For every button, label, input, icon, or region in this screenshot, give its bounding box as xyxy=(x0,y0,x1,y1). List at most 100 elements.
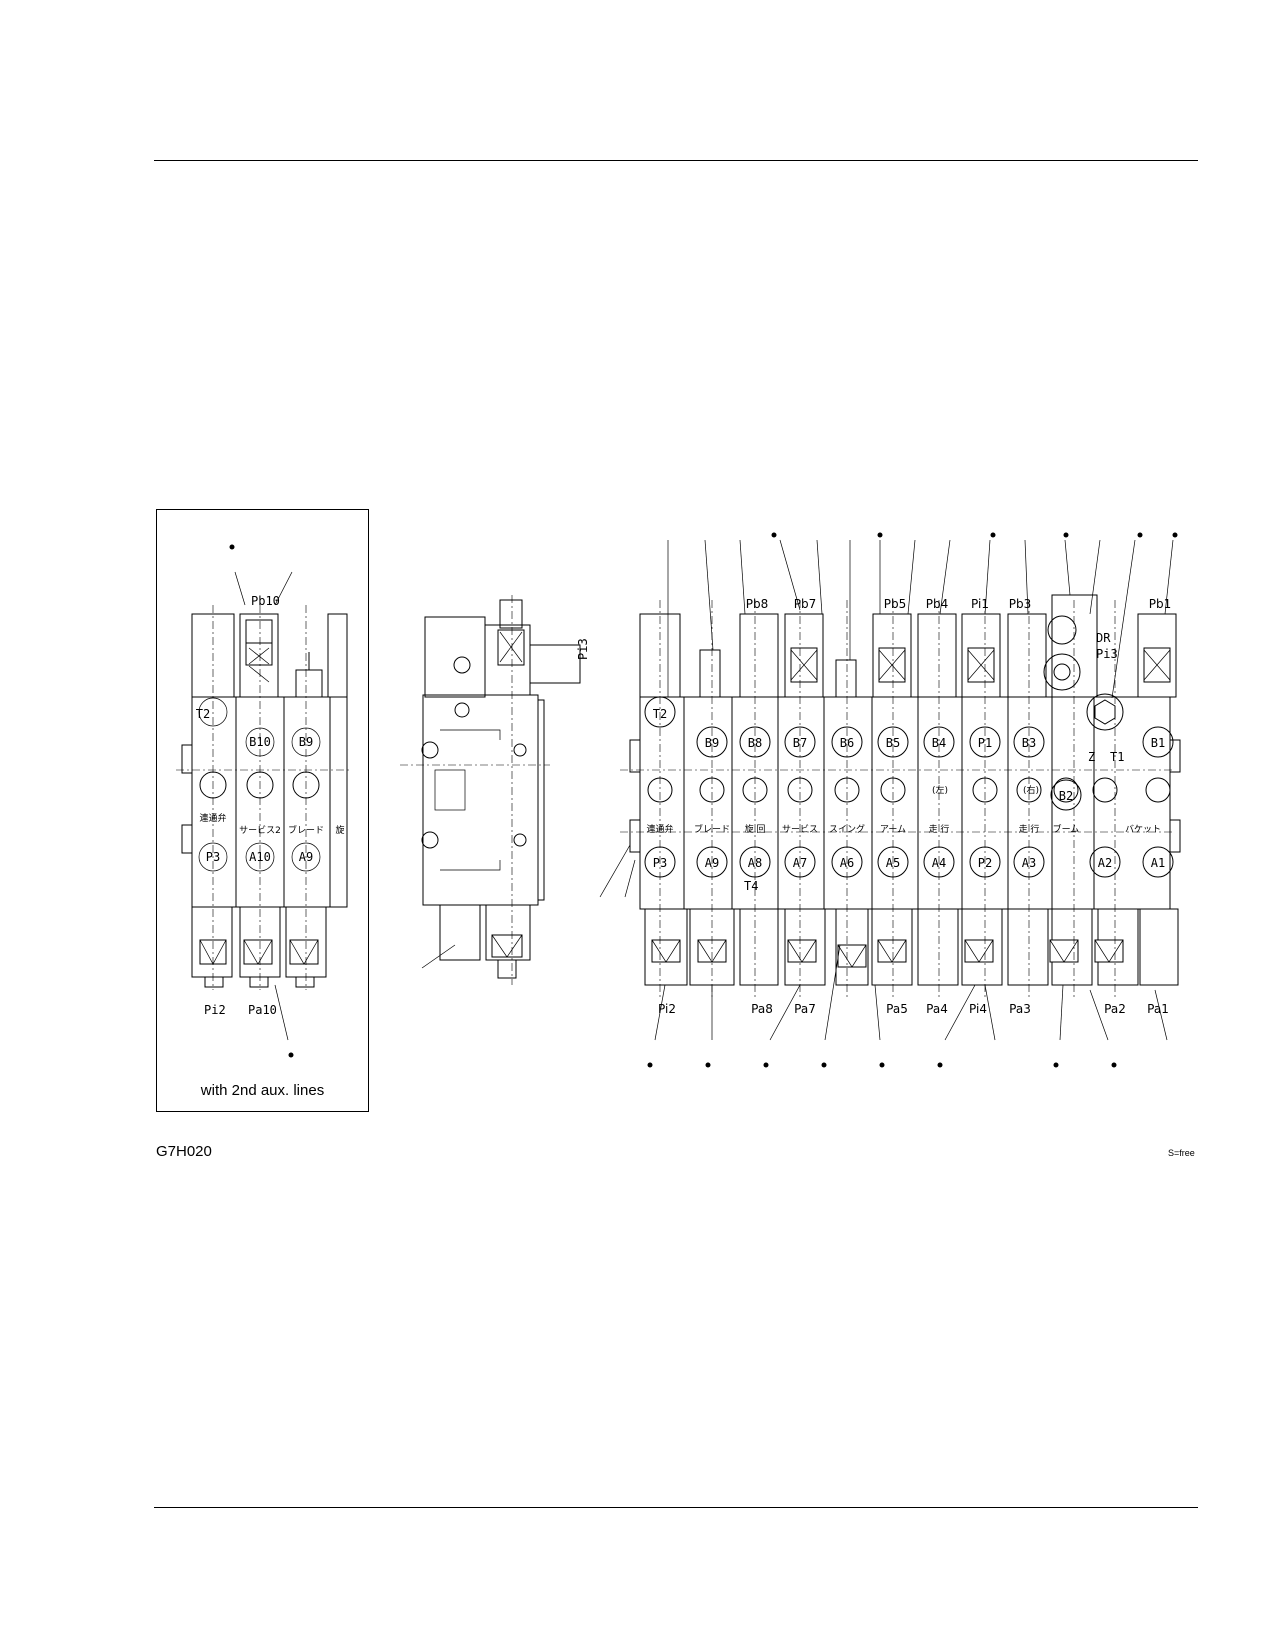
jp-function-label: 旋 回 xyxy=(745,823,766,835)
spool-cross xyxy=(1143,649,1171,681)
leader-line xyxy=(704,539,714,651)
jp-function-label: アーム xyxy=(880,824,906,835)
inset-port-label-upper: B10 xyxy=(249,735,271,749)
lower-port-circle xyxy=(1142,846,1174,878)
callout-dot xyxy=(1137,532,1143,538)
callout-dot xyxy=(763,1062,769,1068)
inset-valve-view: Pb10 T2 B10 B9 P3 A10 A9 連通弁 サービス2 ブレード … xyxy=(176,544,350,1058)
dr-label: DR xyxy=(1096,631,1111,645)
side-pilot-label: Pi3 xyxy=(576,638,590,660)
upper-port-label: B3 xyxy=(1022,736,1036,750)
bottom-block xyxy=(835,908,869,986)
bottom-block xyxy=(784,908,826,986)
callout-dot xyxy=(937,1062,943,1068)
leader-line xyxy=(599,844,631,898)
side-valve-view: Pi3 xyxy=(400,595,590,985)
spool-cross xyxy=(878,649,906,681)
leader-line xyxy=(984,984,996,1041)
callout-dot xyxy=(647,1062,653,1068)
inset-jp-label: ブレード xyxy=(288,824,324,836)
top-block xyxy=(1007,613,1047,698)
bottom-block xyxy=(961,908,1003,986)
upper-port-label: B6 xyxy=(840,736,854,750)
lower-port-label: A1 xyxy=(1151,856,1165,870)
upper-port-circle xyxy=(1142,726,1174,758)
leader-line xyxy=(769,984,801,1041)
t4-label: T4 xyxy=(744,879,758,893)
top-block xyxy=(739,613,779,698)
jp-function-label: ブーム xyxy=(1053,823,1080,835)
spool-cross xyxy=(790,649,818,681)
top-block xyxy=(784,613,824,698)
z-label: Z xyxy=(1088,750,1095,764)
middle-port-circle xyxy=(1092,777,1118,803)
top-pilot-label: Pb5 xyxy=(884,597,907,611)
top-block xyxy=(961,613,1001,698)
callout-dot xyxy=(821,1062,827,1068)
tank-port-circle xyxy=(644,696,676,728)
leader-line xyxy=(984,539,991,615)
upper-port-label: B9 xyxy=(705,736,719,750)
callout-dot xyxy=(990,532,996,538)
jp-function-label: バケット xyxy=(1125,824,1161,835)
spool-cross xyxy=(1094,939,1124,963)
upper-port-label: B5 xyxy=(886,736,900,750)
lower-port-label: A2 xyxy=(1098,856,1112,870)
spool-cross xyxy=(787,939,817,963)
top-block xyxy=(1137,613,1177,698)
inset-jp-label: 旋 xyxy=(335,824,344,836)
jp-function-label: (右) xyxy=(1023,784,1039,796)
leader-line xyxy=(779,539,801,611)
jp-function-label: 走 行 xyxy=(1019,823,1040,835)
inset-caption: with 2nd aux. lines xyxy=(200,1082,325,1099)
bottom-pilot-label: Pa2 xyxy=(1104,1002,1126,1016)
bottom-rule xyxy=(154,1507,1198,1508)
b2-port-label: B2 xyxy=(1059,789,1073,803)
inset-callout-dot xyxy=(288,1052,294,1058)
spool-cross xyxy=(837,944,867,968)
spool-cross xyxy=(964,939,994,963)
tank-port-label: T2 xyxy=(653,707,667,721)
leader-line xyxy=(1154,989,1168,1041)
spool-cross xyxy=(697,939,727,963)
upper-port-label: B8 xyxy=(748,736,762,750)
top-block xyxy=(835,659,857,698)
upper-port-label: P1 xyxy=(978,736,992,750)
top-pilot-label: Pb3 xyxy=(1009,597,1032,611)
inset-pilot-top-label: Pb10 xyxy=(251,594,280,608)
leader-line xyxy=(874,984,881,1041)
bottom-spool-cover xyxy=(964,939,994,963)
upper-port-label: B4 xyxy=(932,736,946,750)
inset-jp-label: 連通弁 xyxy=(199,812,226,824)
inset-port-label-upper: T2 xyxy=(196,707,210,721)
figure-code: G7H020 xyxy=(156,1143,212,1160)
bottom-spool-cover xyxy=(787,939,817,963)
lower-port-circle xyxy=(1089,846,1121,878)
jp-function-label: ブレード xyxy=(694,823,730,835)
bottom-pilot-label: Pi4 xyxy=(969,1002,987,1016)
leader-line xyxy=(1064,539,1071,596)
top-pilot-label: Pb1 xyxy=(1149,597,1172,611)
jp-function-label: 走 行 xyxy=(929,823,950,835)
inset-jp-label: サービス2 xyxy=(239,825,281,836)
middle-port-circle xyxy=(1145,777,1171,803)
callout-dot xyxy=(1111,1062,1117,1068)
callout-dot xyxy=(771,532,777,538)
inset-port-label-lower: A9 xyxy=(299,850,313,864)
leader-line xyxy=(654,984,666,1041)
top-block xyxy=(872,613,912,698)
spool-cross xyxy=(877,939,907,963)
inset-pilot-bottom-label: Pi2 xyxy=(204,1003,226,1017)
spool-cross xyxy=(651,939,681,963)
t1-label: T1 xyxy=(1110,750,1124,764)
inset-pilot-bottom-label: Pa10 xyxy=(248,1003,277,1017)
upper-port-label: B1 xyxy=(1151,736,1165,750)
callout-dot xyxy=(879,1062,885,1068)
leader-line xyxy=(1111,539,1136,699)
inset-port-label-lower: P3 xyxy=(206,850,220,864)
top-pilot-label: Pb8 xyxy=(746,597,769,611)
bottom-pilot-label: Pa3 xyxy=(1009,1002,1031,1016)
leader-line xyxy=(739,539,746,615)
b2-port-circle xyxy=(1050,779,1082,811)
